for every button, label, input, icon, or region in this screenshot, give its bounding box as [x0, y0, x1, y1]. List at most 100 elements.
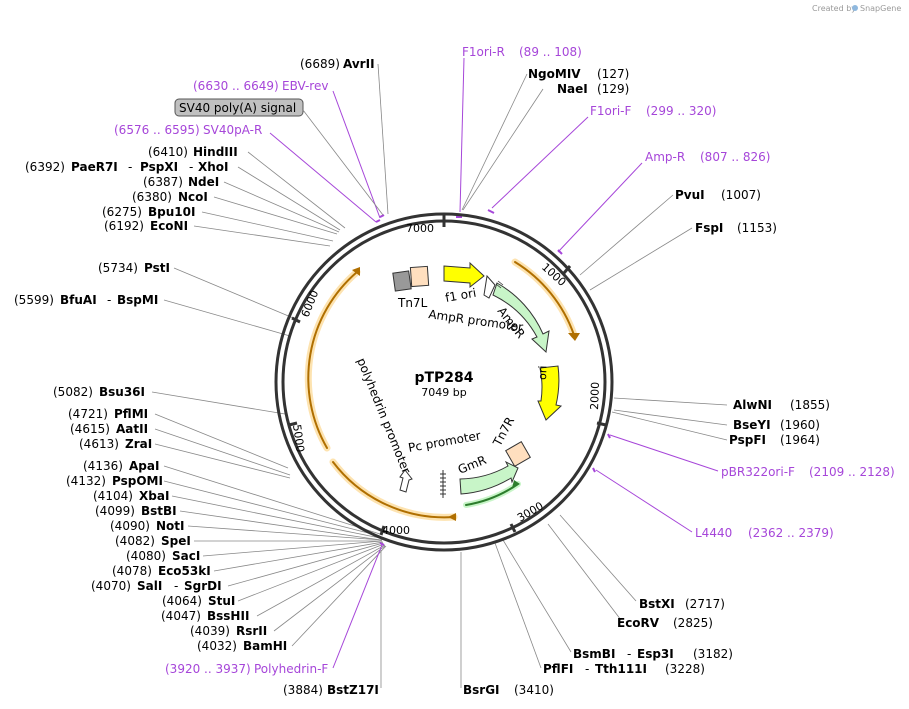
primer-name: F1ori-R [462, 45, 505, 59]
enzyme-pos: (6392) [25, 160, 65, 174]
enzyme-name: NgoMIV [528, 67, 581, 81]
snapgene-logo-icon [852, 5, 858, 11]
enzyme-pos: (5599) [14, 293, 54, 307]
enzyme-pos: (1007) [721, 188, 761, 202]
enzyme-name: NotI [156, 519, 185, 533]
enzyme-pos: (2717) [685, 597, 725, 611]
enzyme-sep: - [128, 160, 132, 174]
sv40-polya-label: SV40 poly(A) signal [179, 101, 296, 115]
gmr-label: GmR [456, 453, 488, 477]
credit-brand: SnapGene [860, 4, 901, 13]
enzyme-pos: (5082) [53, 385, 93, 399]
enzyme-name: EcoRV [617, 616, 660, 630]
primer-name: EBV-rev [282, 79, 328, 93]
primer-range: (6576 .. 6595) [114, 123, 200, 137]
primer-name: Amp-R [645, 150, 685, 164]
ori-feature [537, 365, 563, 421]
enzyme-name: SgrDI [184, 579, 222, 593]
enzyme-name: Bpu10I [148, 205, 195, 219]
enzyme-name: PflFI [543, 662, 573, 676]
enzyme-pos: (4080) [126, 549, 166, 563]
enzyme-pos: (5734) [98, 261, 138, 275]
enzyme-pos: (4090) [110, 519, 150, 533]
track-arrowheads [352, 267, 580, 521]
enzyme-name: PspFI [729, 433, 766, 447]
enzyme-pos: (4104) [93, 489, 133, 503]
enzyme-pos: (4615) [70, 422, 110, 436]
enzyme-name: BsrGI [463, 683, 500, 697]
enzyme-name: ApaI [129, 459, 159, 473]
enzyme-name: BstXI [639, 597, 675, 611]
enzyme-name: BamHI [243, 639, 287, 653]
plasmid-length: 7049 bp [421, 386, 466, 399]
enzyme-pos: (4082) [115, 534, 155, 548]
backbone-outer [274, 212, 614, 552]
enzyme-pos: (3884) [283, 683, 323, 697]
enzyme-pos: (6410) [148, 145, 188, 159]
pc-promoter-label: Pc promoter [407, 428, 482, 455]
enzyme-name: XbaI [139, 489, 169, 503]
enzyme-pos: (3410) [514, 683, 554, 697]
sv40-polya-feature [392, 270, 412, 292]
enzyme-name: XhoI [198, 160, 229, 174]
pc-promoter-feature [440, 470, 446, 498]
enzyme-pos: (1964) [780, 433, 820, 447]
enzyme-pos: (4613) [79, 437, 119, 451]
enzyme-name: PflMI [114, 407, 148, 421]
tick-7000: 7000 [406, 222, 434, 235]
polyhedrin-promoter-feature [399, 469, 413, 493]
enzyme-pos: (127) [597, 67, 629, 81]
enzyme-pos: (2825) [673, 616, 713, 630]
enzyme-name: BseYI [733, 418, 771, 432]
enzyme-pos: (4078) [112, 564, 152, 578]
enzyme-name: BstBI [141, 504, 177, 518]
enzyme-labels: (6689) AvrII NgoMIV (127) NaeI (129) (64… [14, 57, 830, 697]
tick-2000: 2000 [588, 382, 602, 410]
enzyme-sep: - [627, 647, 631, 661]
enzyme-name: NdeI [188, 175, 219, 189]
primer-range: (807 .. 826) [700, 150, 770, 164]
enzyme-pos: (6380) [132, 190, 172, 204]
enzyme-pos: (1153) [737, 221, 777, 235]
enzyme-pos: (129) [597, 82, 629, 96]
enzyme-sep: - [189, 160, 193, 174]
enzyme-name: BstZ17I [327, 683, 379, 697]
enzyme-pos: (4099) [95, 504, 135, 518]
tick-4000: 4000 [382, 524, 410, 537]
enzyme-pos: (4039) [190, 624, 230, 638]
enzyme-name: Eco53kI [158, 564, 211, 578]
enzyme-name: NaeI [557, 82, 588, 96]
enzyme-name: AatII [116, 422, 148, 436]
enzyme-name: FspI [695, 221, 723, 235]
enzyme-pos: (6192) [104, 219, 144, 233]
ampr-hatch [495, 280, 504, 289]
tick-5000: 5000 [290, 424, 307, 454]
tn7l-feature [409, 265, 430, 288]
primer-name: Polyhedrin-F [254, 662, 328, 676]
primer-name: L4440 [695, 526, 732, 540]
primer-leader-lines [269, 57, 719, 669]
enzyme-name: RsrII [236, 624, 267, 638]
enzyme-name: StuI [208, 594, 235, 608]
enzyme-name: PaeR7I [71, 160, 118, 174]
primer-range: (89 .. 108) [519, 45, 582, 59]
enzyme-pos: (4721) [68, 407, 108, 421]
enzyme-name: Esp3I [637, 647, 674, 661]
gmr-feature [459, 460, 519, 495]
primer-marks [375, 209, 611, 546]
primer-range: (2362 .. 2379) [748, 526, 834, 540]
enzyme-sep: - [107, 293, 111, 307]
enzyme-name: ZraI [125, 437, 152, 451]
primer-range: (3920 .. 3937) [165, 662, 251, 676]
enzyme-name: BssHII [207, 609, 249, 623]
tn7r-feature [505, 441, 531, 467]
enzyme-name: EcoNI [150, 219, 188, 233]
enzyme-name: PvuI [675, 188, 705, 202]
enzyme-name: SalI [137, 579, 162, 593]
polyhedrin-promoter-label: polyhedrin promoter [354, 356, 413, 476]
enzyme-pos: (1855) [790, 398, 830, 412]
enzyme-pos: (3228) [665, 662, 705, 676]
primer-labels: F1ori-R (89 .. 108) F1ori-F (299 .. 320)… [114, 45, 895, 676]
enzyme-pos: (6387) [143, 175, 183, 189]
enzyme-pos: (4070) [91, 579, 131, 593]
